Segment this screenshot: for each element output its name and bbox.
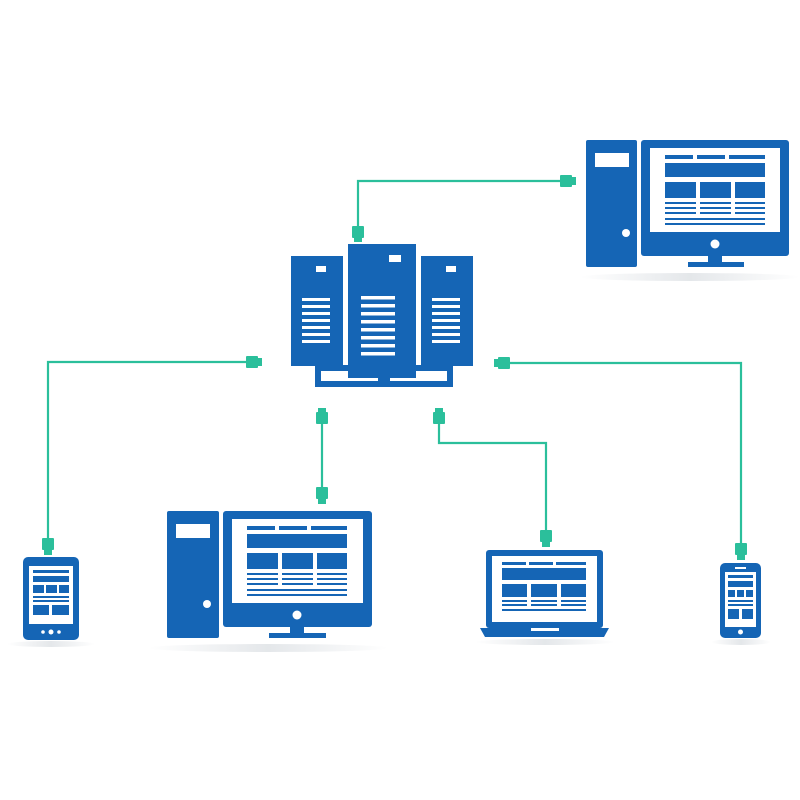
plug-icon bbox=[735, 543, 747, 560]
plug-icon bbox=[433, 408, 445, 424]
tower-icon bbox=[586, 140, 637, 267]
desktop-computer-icon bbox=[580, 140, 800, 281]
connections bbox=[46, 179, 743, 543]
server-unit-center bbox=[348, 244, 416, 378]
plug-icon bbox=[560, 175, 576, 187]
tablet-icon bbox=[7, 557, 95, 647]
connection-line-server-to-tablet-left bbox=[46, 360, 248, 538]
tower-icon bbox=[167, 511, 219, 638]
connector-plugs bbox=[42, 175, 747, 560]
connection-line-server-to-phone-right bbox=[510, 361, 743, 543]
monitor-icon bbox=[641, 140, 789, 267]
desktop-computer-icon bbox=[148, 511, 388, 652]
server-unit-right bbox=[421, 256, 473, 366]
plug-icon bbox=[42, 538, 54, 555]
plug-icon bbox=[316, 408, 328, 424]
connection-line-server-to-desktop-top-right bbox=[356, 179, 566, 228]
monitor-icon bbox=[223, 511, 372, 638]
server-unit-left bbox=[291, 256, 343, 366]
connection-line-server-to-laptop bbox=[437, 424, 548, 530]
plug-icon bbox=[316, 487, 328, 504]
plug-icon bbox=[494, 357, 510, 369]
laptop-icon bbox=[475, 550, 615, 645]
smartphone-icon bbox=[711, 563, 771, 645]
plug-icon bbox=[246, 356, 262, 368]
plug-icon bbox=[540, 530, 552, 547]
server-cluster-icon bbox=[291, 244, 473, 387]
plug-icon bbox=[352, 226, 364, 242]
